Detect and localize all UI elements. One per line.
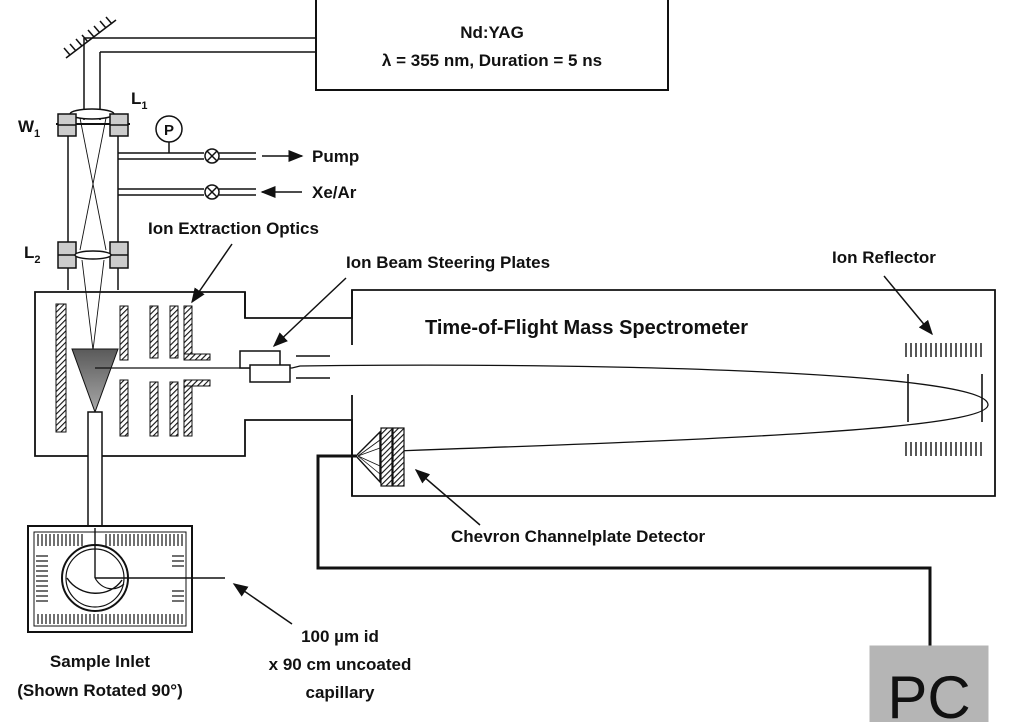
ion-extraction-optics-label: Ion Extraction Optics xyxy=(148,219,319,238)
channelplate-detector xyxy=(355,427,405,487)
capillary-label-line2: x 90 cm uncoated xyxy=(269,655,412,674)
gas-inlet-label: Xe/Ar xyxy=(312,183,357,202)
signal-cable xyxy=(316,454,932,648)
pc-box: PC xyxy=(869,645,989,722)
pump-label: Pump xyxy=(312,147,359,166)
turning-mirror xyxy=(63,16,117,59)
sample-inlet xyxy=(27,525,225,633)
extraction-plates xyxy=(119,305,211,437)
pc-label: PC xyxy=(887,664,970,722)
repeller-plate xyxy=(55,303,67,433)
sample-inlet-label-line2: (Shown Rotated 90°) xyxy=(17,681,182,700)
ion-extraction-optics-arrow xyxy=(191,243,233,304)
laser-spec: λ = 355 nm, Duration = 5 ns xyxy=(382,51,602,70)
capillary-label-line1: 100 µm id xyxy=(301,627,379,646)
lens-2 xyxy=(74,250,112,260)
capillary-arrow xyxy=(232,583,293,625)
ion-flight-path xyxy=(95,364,989,452)
window-flange-2 xyxy=(57,241,129,269)
sample-inlet-label-line1: Sample Inlet xyxy=(50,652,150,671)
ion-reflector-arrow xyxy=(883,275,933,336)
laser-beam-path xyxy=(83,37,316,120)
ion-reflector-label: Ion Reflector xyxy=(832,248,936,267)
window-flange-1 xyxy=(57,113,129,137)
window-1-label: W1 xyxy=(18,117,40,140)
detector-label: Chevron Channelplate Detector xyxy=(451,527,705,546)
pressure-gauge-label: P xyxy=(164,122,174,139)
detector-arrow xyxy=(414,469,481,526)
pressure-gauge: P xyxy=(155,115,183,153)
lens-2-label: L2 xyxy=(24,243,41,266)
steering-plates xyxy=(239,350,330,383)
ion-beam-steering-plates-arrow xyxy=(272,277,347,348)
sample-jet-cone xyxy=(71,348,119,414)
ion-beam-steering-plates-label: Ion Beam Steering Plates xyxy=(346,253,550,272)
lens-1-label: L1 xyxy=(131,89,148,112)
focused-beam xyxy=(79,117,107,351)
laser-source: Nd:YAG λ = 355 nm, Duration = 5 ns xyxy=(315,0,669,91)
ion-reflector xyxy=(905,343,983,456)
capillary-label-line3: capillary xyxy=(306,683,376,702)
pump-line xyxy=(118,148,304,164)
tof-ms-label: Time-of-Flight Mass Spectrometer xyxy=(425,317,748,339)
gas-inlet-line xyxy=(118,184,302,200)
laser-title: Nd:YAG xyxy=(460,23,524,42)
capillary-tube xyxy=(87,411,103,529)
